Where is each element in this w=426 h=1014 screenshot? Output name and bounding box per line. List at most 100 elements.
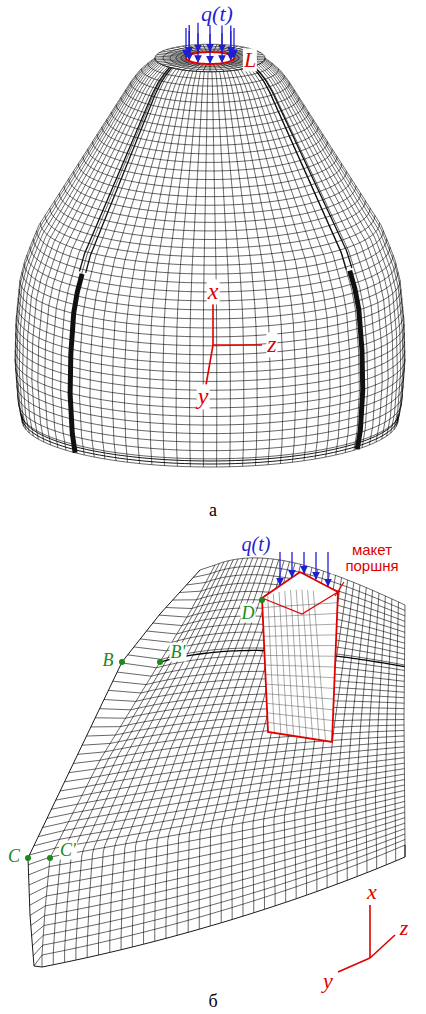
mesh-line [180, 591, 202, 592]
mesh-line [65, 778, 91, 782]
mesh-line [213, 64, 217, 72]
mesh-line [34, 839, 60, 845]
load-arrow [303, 552, 304, 573]
mesh-line [357, 864, 358, 876]
mesh-line [104, 699, 136, 701]
mesh-line [238, 70, 308, 461]
mesh-line [55, 201, 366, 240]
mesh-line [30, 906, 45, 916]
mesh-line [231, 71, 283, 464]
mesh-line [125, 70, 186, 462]
mesh-line [356, 590, 373, 864]
mesh-line [144, 558, 258, 932]
panel-letter: а [208, 501, 218, 520]
mesh-line [64, 774, 404, 830]
mesh-line [188, 920, 189, 932]
mesh-line [376, 596, 386, 857]
control-point [47, 855, 53, 861]
mesh-line [216, 45, 224, 52]
mesh-line [117, 672, 151, 676]
axis-label: z [399, 916, 410, 939]
axis-label: y [322, 969, 334, 992]
mesh-line [90, 69, 176, 457]
piston-mesh [264, 635, 337, 636]
mesh-line [121, 97, 299, 119]
mesh-line [95, 717, 125, 718]
mesh-line [143, 932, 144, 944]
mesh-line [82, 743, 110, 745]
panel-letter: б [207, 992, 218, 1011]
mesh-line [42, 955, 43, 967]
mesh-line [386, 853, 387, 865]
mesh-line [166, 559, 268, 927]
mesh-line [98, 943, 99, 955]
piston-mesh [262, 603, 337, 608]
mesh-line [29, 876, 48, 885]
sector-mesh [28, 558, 405, 967]
mesh-line [134, 647, 167, 651]
mesh-line [177, 923, 178, 935]
mesh-line [193, 574, 210, 578]
axis-line [206, 345, 213, 385]
control-point [25, 855, 31, 861]
axis-line [369, 905, 371, 958]
piston-mesh [268, 596, 275, 733]
mesh-line [122, 663, 157, 668]
mesh-line [275, 894, 276, 906]
mesh-line [263, 62, 398, 433]
mesh-line [115, 714, 404, 735]
mesh-line [46, 812, 404, 896]
mesh-line [253, 901, 254, 913]
mesh-line [165, 926, 166, 938]
mesh-line [29, 886, 47, 895]
mesh-line [366, 861, 367, 873]
mesh-line [48, 801, 404, 876]
mesh-line [166, 608, 192, 609]
mesh-line [18, 394, 403, 442]
mesh-line [43, 822, 69, 828]
piston-outline [262, 592, 338, 614]
mesh-line [64, 950, 65, 962]
mesh-line [306, 883, 307, 895]
mesh-line [86, 735, 115, 736]
axis-line [212, 304, 214, 345]
mesh-line [199, 917, 200, 929]
mesh-line [210, 914, 211, 926]
mesh-line [49, 796, 404, 867]
mesh-line [155, 56, 186, 57]
mesh-line [99, 559, 239, 943]
mesh-line [405, 845, 406, 857]
mesh-line [87, 946, 88, 958]
mesh-line [116, 105, 304, 128]
mesh-line [73, 760, 100, 763]
control-point [119, 659, 125, 665]
mesh-line [78, 752, 105, 755]
mesh-line [147, 631, 177, 634]
mesh-line [159, 615, 187, 617]
mesh-line [51, 804, 77, 809]
mesh-line [132, 935, 133, 947]
mesh-line [82, 752, 404, 795]
mesh-line [95, 736, 404, 769]
mesh-line [42, 845, 405, 955]
mesh-line [42, 857, 405, 967]
mesh-line [203, 64, 207, 72]
piston-mockup [262, 572, 338, 742]
mesh-line [60, 780, 405, 840]
mesh-line [186, 582, 205, 585]
piston-mesh [308, 590, 320, 740]
piston-outline [262, 572, 338, 742]
mesh-line [150, 71, 193, 465]
load-arrow [291, 552, 292, 577]
control-point [259, 597, 265, 603]
mesh-line [155, 58, 186, 59]
mesh-line [137, 71, 189, 464]
mesh-line [121, 558, 248, 938]
mesh-line [92, 142, 327, 171]
point-label: B [102, 651, 115, 670]
mesh-line [34, 966, 42, 967]
mesh-line [200, 565, 215, 570]
mesh-line [126, 90, 295, 111]
mesh-line [97, 134, 323, 162]
